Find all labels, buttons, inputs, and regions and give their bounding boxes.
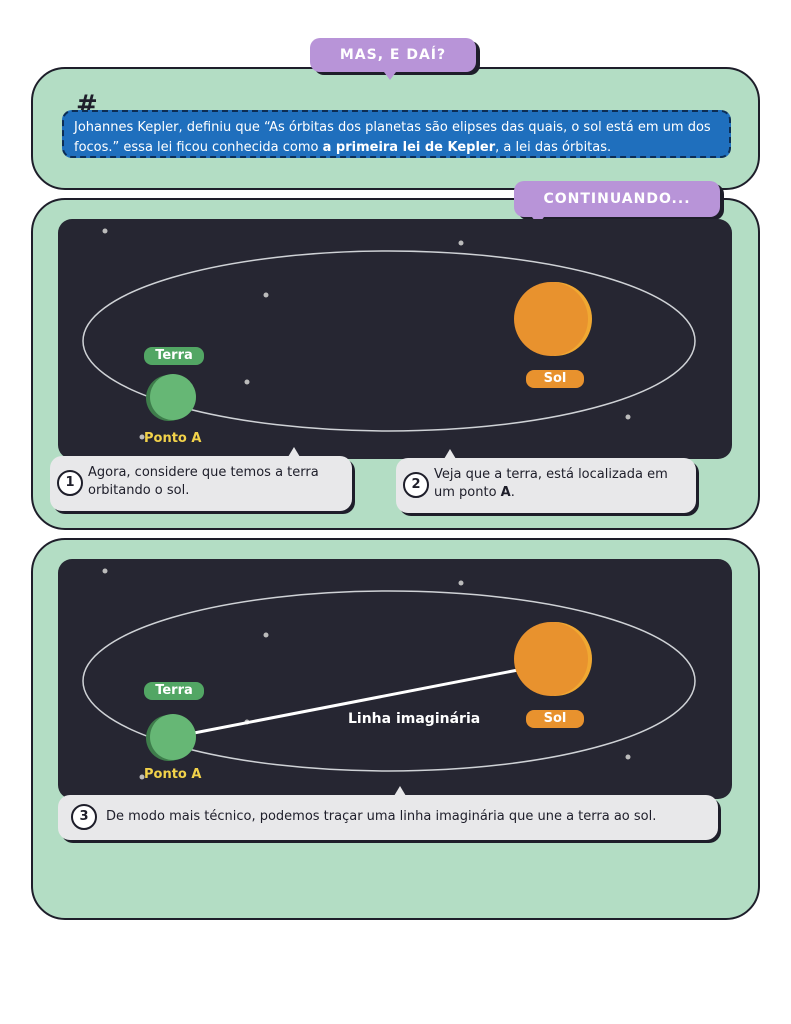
earth-label-2: Terra — [144, 682, 204, 700]
star — [102, 228, 108, 234]
imaginary-line-label: Linha imaginária — [348, 711, 481, 727]
section-tag-label: CONTINUANDO... — [543, 191, 691, 207]
step-number-1: 1 — [57, 470, 83, 496]
star — [263, 292, 269, 298]
star — [625, 754, 631, 760]
star — [102, 568, 108, 574]
star — [458, 240, 464, 246]
caption-2-bold: A — [500, 485, 511, 500]
caption-1-text: Agora, considere que temos a terra orbit… — [88, 465, 319, 498]
point-a-label-2: Ponto A — [144, 767, 202, 782]
star — [244, 379, 250, 385]
step-number-2: 2 — [403, 472, 429, 498]
info-text-start: Johannes Kepler, definiu que “As órbitas… — [74, 120, 711, 155]
star — [458, 580, 464, 586]
space-scene-2 — [58, 559, 732, 799]
space-scene-1 — [58, 219, 732, 459]
orbit-diagram-1 — [82, 228, 696, 440]
orbit-ellipse — [82, 250, 696, 432]
star — [625, 414, 631, 420]
step-number-3: 3 — [71, 804, 97, 830]
caption-2-text: Veja que a terra, está localizada em um … — [434, 467, 668, 500]
star — [139, 774, 145, 780]
sun — [514, 622, 588, 696]
caption-2: 2 Veja que a terra, está localizada em u… — [396, 449, 696, 513]
caption-1: 1 Agora, considere que temos a terra orb… — [50, 447, 352, 511]
star — [263, 632, 269, 638]
header-tag: MAS, E DAÍ? — [310, 38, 476, 80]
caption-3: 3 De modo mais técnico, podemos traçar u… — [58, 786, 718, 840]
info-box: Johannes Kepler, definiu que “As órbitas… — [62, 110, 731, 158]
caption-2-end: . — [510, 485, 515, 500]
caption-3-text: De modo mais técnico, podemos traçar uma… — [106, 809, 657, 824]
earth — [150, 714, 196, 760]
earth — [150, 374, 196, 420]
imaginary-line — [193, 668, 519, 735]
earth-label-1: Terra — [144, 347, 204, 365]
orbit-ellipse — [82, 590, 696, 772]
info-text-bold: a primeira lei de Kepler — [322, 140, 496, 155]
point-a-label-1: Ponto A — [144, 431, 202, 446]
header-tag-label: MAS, E DAÍ? — [339, 47, 447, 63]
section-tag: CONTINUANDO... — [514, 181, 720, 225]
star — [139, 434, 145, 440]
orbit-diagram-2 — [82, 568, 696, 780]
sun-label-1: Sol — [526, 370, 584, 388]
sun-label-2: Sol — [526, 710, 584, 728]
sun — [514, 282, 588, 356]
info-text-end: , a lei das órbitas. — [495, 140, 612, 155]
